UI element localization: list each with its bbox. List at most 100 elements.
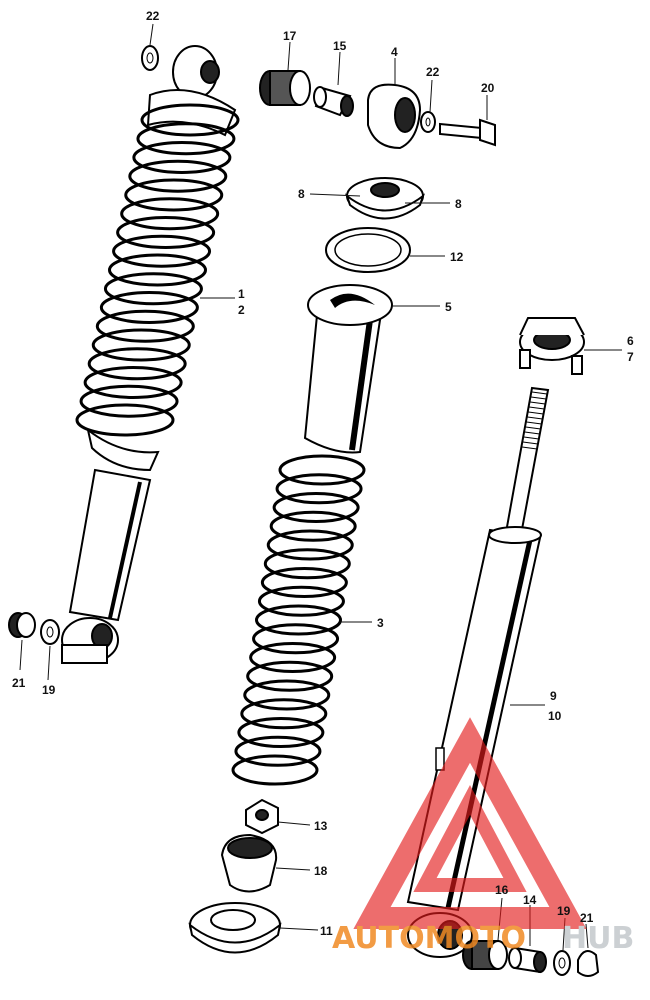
spring-coil-turn bbox=[91, 328, 191, 362]
upper-mount-4 bbox=[367, 83, 422, 150]
part-label-19-left: 19 bbox=[42, 683, 56, 697]
part-label-20: 20 bbox=[481, 81, 495, 95]
spring-coil-turn bbox=[240, 698, 328, 730]
washer-19-right bbox=[553, 950, 571, 976]
part-label-21-left: 21 bbox=[12, 676, 26, 690]
spring-coil-turn bbox=[116, 216, 216, 249]
rod-thread-line bbox=[523, 436, 539, 440]
spring-coil-turn bbox=[83, 366, 183, 399]
nut-13 bbox=[245, 798, 279, 835]
spring-coil-turn bbox=[255, 604, 342, 636]
bushing-17 bbox=[259, 70, 311, 106]
cap-nut-21 bbox=[577, 950, 600, 977]
spring-coil-turn bbox=[278, 454, 366, 486]
part-label-1: 1 bbox=[238, 287, 245, 301]
bump-rubber-18 bbox=[220, 833, 278, 893]
spring-coil-turn bbox=[120, 197, 220, 231]
part-label-7: 7 bbox=[627, 350, 634, 364]
part-label-10: 10 bbox=[548, 709, 562, 723]
part-label-2: 2 bbox=[238, 303, 245, 317]
washer-12 bbox=[325, 227, 411, 273]
part-label-11: 11 bbox=[320, 924, 333, 938]
rod-thread-line bbox=[531, 396, 547, 400]
spring-coil-turn bbox=[243, 679, 331, 711]
part-label-15: 15 bbox=[333, 39, 347, 53]
part-label-16: 16 bbox=[495, 883, 509, 897]
part-label-6: 6 bbox=[627, 334, 634, 348]
spring-coil-turn bbox=[260, 567, 348, 598]
part-label-12: 12 bbox=[450, 250, 464, 264]
part-labels: 22 17 15 4 22 20 8 8 12 1 2 5 6 7 3 21 1… bbox=[12, 9, 634, 938]
spring-coil-turn bbox=[128, 159, 228, 193]
part-label-22-right: 22 bbox=[426, 65, 440, 79]
bushing-21-left bbox=[8, 612, 36, 638]
coil-spring-3 bbox=[231, 454, 366, 786]
washer-22-top bbox=[141, 45, 159, 71]
spring-coil-turn bbox=[99, 291, 199, 324]
part-label-22-top: 22 bbox=[146, 9, 160, 23]
assembled-shock-absorber bbox=[61, 45, 240, 664]
part-label-8-left: 8 bbox=[298, 187, 305, 201]
part-label-14: 14 bbox=[523, 893, 537, 907]
spring-coil-turn bbox=[269, 510, 357, 542]
spring-coil-turn bbox=[87, 347, 187, 381]
watermark-text-automoto: AUTOMOTO bbox=[332, 921, 526, 956]
collar-15 bbox=[313, 86, 354, 117]
rod-thread-line bbox=[522, 446, 538, 450]
part-label-8-right: 8 bbox=[455, 197, 462, 211]
part-label-19-right: 19 bbox=[557, 904, 571, 918]
part-label-18: 18 bbox=[314, 864, 328, 878]
rod-thread-line bbox=[526, 421, 542, 425]
spring-retainer-8 bbox=[345, 177, 425, 220]
spring-coil-turn bbox=[257, 585, 345, 617]
part-label-3: 3 bbox=[377, 616, 384, 630]
leader-lines bbox=[19, 23, 622, 951]
spring-coil-turn bbox=[112, 234, 212, 268]
spring-coil-turn bbox=[132, 141, 232, 174]
spring-coil-turn bbox=[140, 103, 240, 137]
spring-coil-turn bbox=[231, 754, 319, 786]
washer-22-right bbox=[420, 111, 436, 133]
lower-seat-11 bbox=[188, 902, 282, 954]
spring-coil-turn bbox=[108, 253, 207, 287]
collar-14 bbox=[508, 946, 547, 974]
rod-thread-line bbox=[529, 406, 545, 410]
spring-guide-6-7 bbox=[519, 317, 585, 375]
spring-coil-turn bbox=[237, 717, 325, 748]
rod-thread-line bbox=[522, 441, 539, 445]
spring-coil-turn bbox=[263, 548, 351, 580]
spring-coil-turn bbox=[79, 384, 179, 418]
spring-coil-turn bbox=[124, 178, 224, 212]
washer-19-left bbox=[40, 619, 60, 645]
watermark: AUTOMOTO HUB bbox=[332, 717, 634, 956]
spring-coil-turn bbox=[75, 403, 175, 437]
rod-thread-line bbox=[527, 416, 543, 420]
spring-coil-turn bbox=[272, 492, 360, 523]
part-label-17: 17 bbox=[283, 29, 297, 43]
bushing-16 bbox=[462, 940, 508, 970]
spring-coil-turn bbox=[136, 122, 236, 156]
part-label-5: 5 bbox=[445, 300, 452, 314]
watermark-triangle-icon bbox=[353, 717, 587, 929]
spring-coil-turn bbox=[249, 642, 337, 673]
watermark-text-hub: HUB bbox=[562, 921, 634, 956]
part-label-4: 4 bbox=[391, 45, 398, 59]
spring-coil-turn bbox=[266, 529, 354, 561]
bolt-20 bbox=[439, 118, 496, 147]
spring-coil-turn bbox=[103, 272, 203, 306]
spring-coil-turn bbox=[234, 735, 322, 767]
rod-thread-line bbox=[531, 391, 548, 395]
rod-thread-line bbox=[528, 411, 544, 415]
spring-coil-turn bbox=[95, 309, 195, 343]
spring-coil-turn bbox=[246, 660, 334, 692]
rod-thread-line bbox=[525, 426, 541, 430]
part-label-21-right: 21 bbox=[580, 911, 594, 925]
part-label-13: 13 bbox=[314, 819, 328, 833]
spring-coil-turn bbox=[275, 473, 363, 505]
rod-thread-line bbox=[524, 431, 540, 435]
spring-coil-turn bbox=[252, 623, 340, 655]
rod-thread-line bbox=[530, 401, 546, 405]
part-label-9: 9 bbox=[550, 689, 557, 703]
spring-cover-5 bbox=[303, 284, 393, 454]
